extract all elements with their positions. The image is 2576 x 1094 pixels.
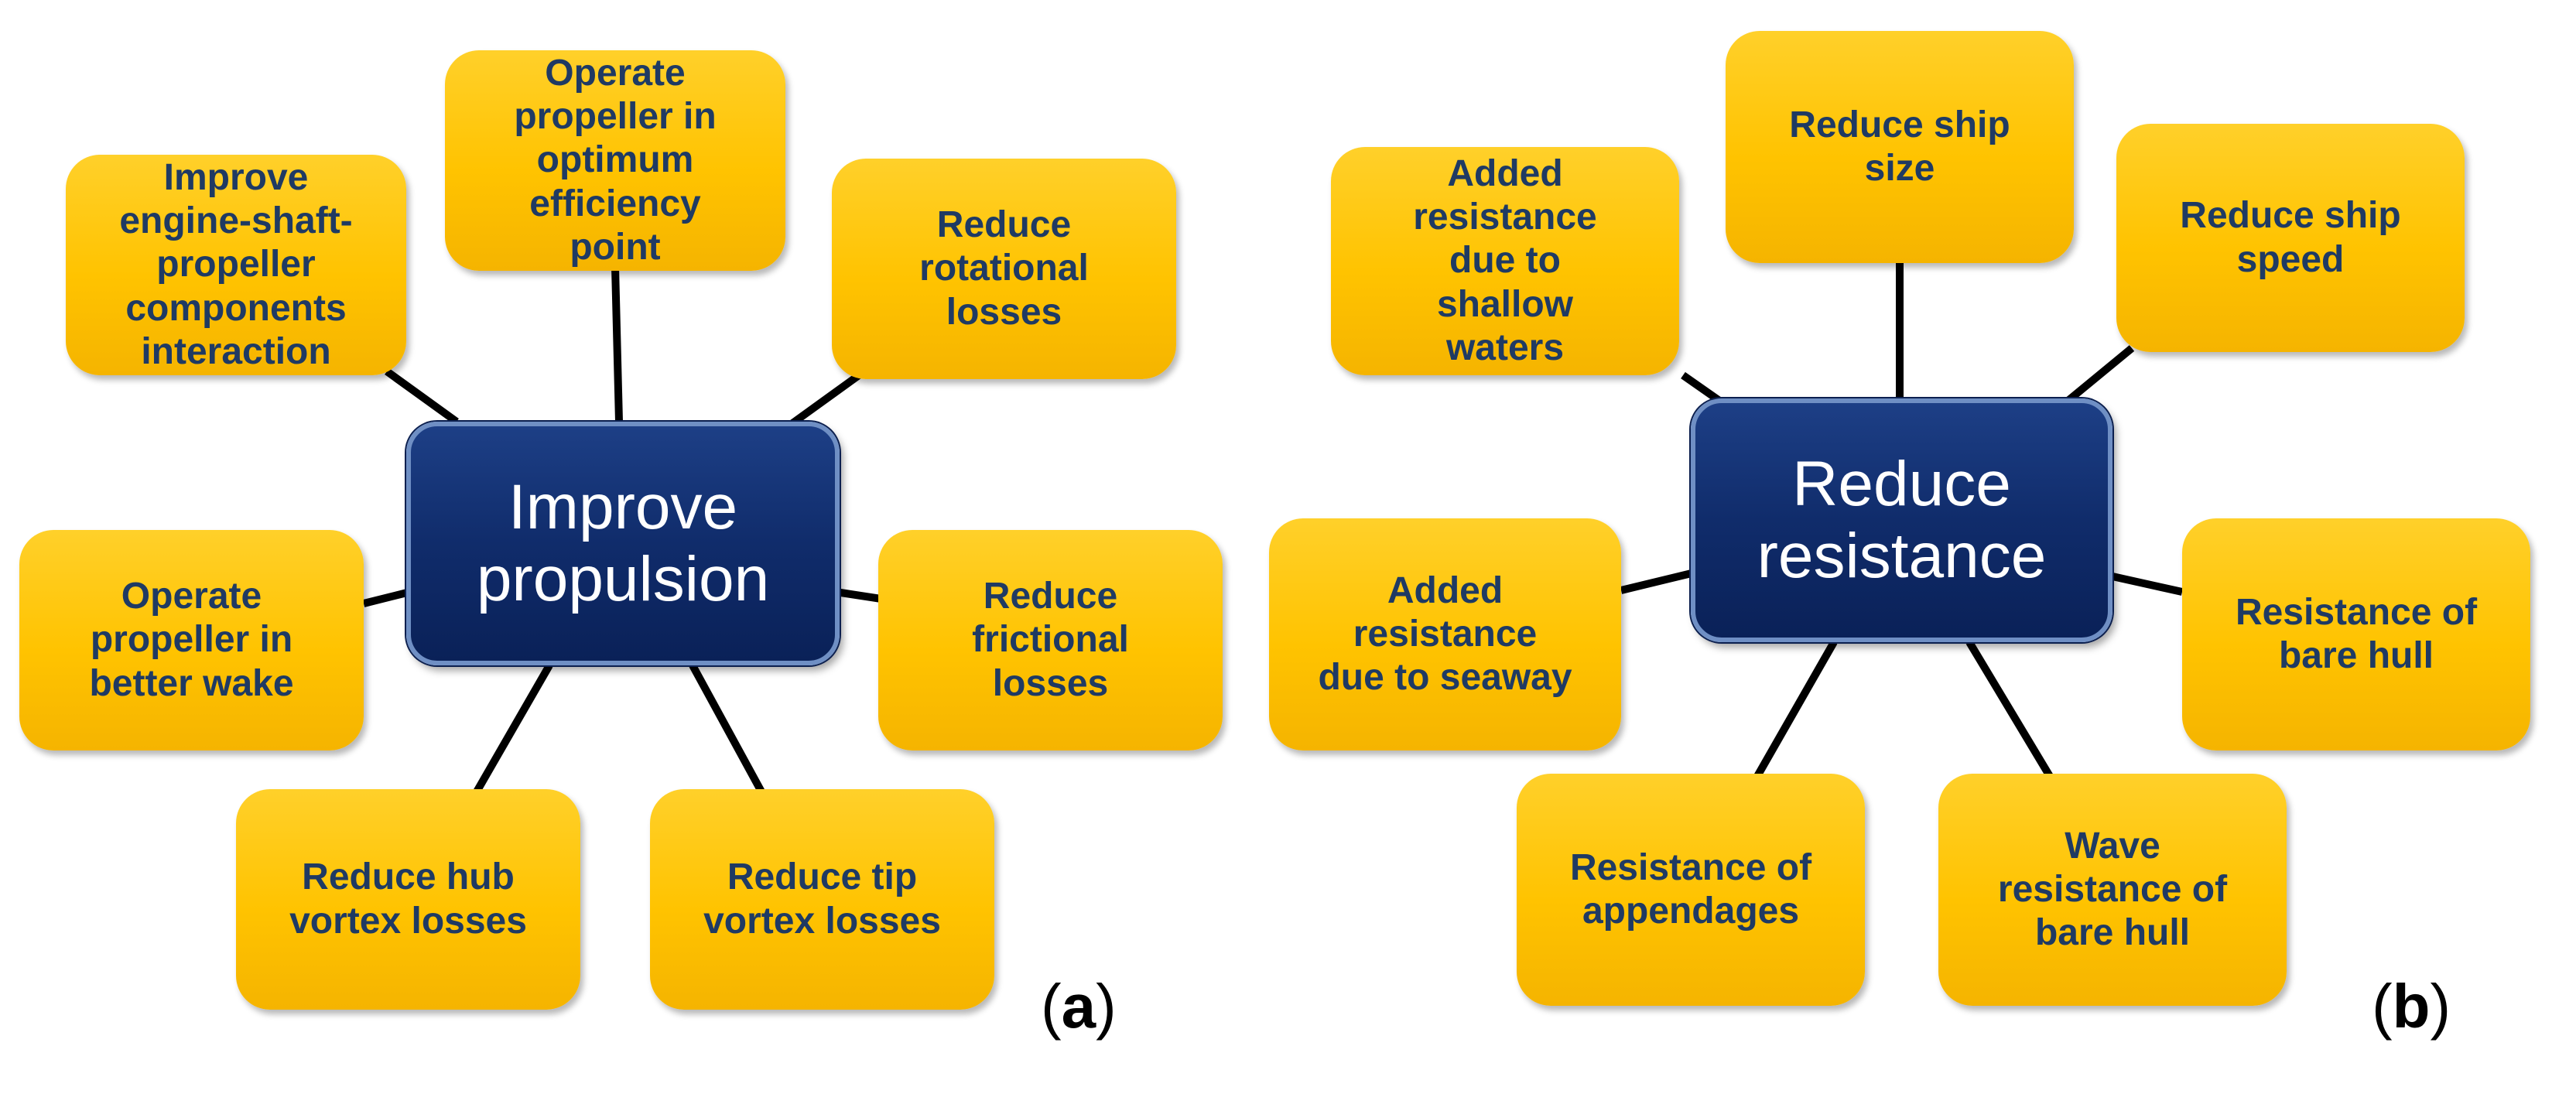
node-reduce-ship-size: Reduce ship size: [1726, 31, 2074, 263]
connector-seaway: [1620, 569, 1696, 594]
node-reduce-rotational-losses: Reduce rotational losses: [832, 159, 1176, 379]
connector-tip-vortex: [689, 663, 766, 795]
connector-shallow: [1681, 371, 1724, 406]
node-reduce-ship-speed: Reduce ship speed: [2116, 124, 2465, 352]
connector-ship-speed: [2063, 345, 2135, 405]
node-reduce-tip-vortex-losses: Reduce tip vortex losses: [650, 789, 994, 1010]
panel-label-a: (a): [1041, 972, 1117, 1041]
connector-hub-vortex: [472, 663, 553, 795]
node-label: Operate propeller in better wake: [89, 576, 294, 704]
node-label: Reduce frictional losses: [972, 576, 1129, 704]
connector-better-wake: [362, 588, 412, 607]
node-label: Resistance of appendages: [1569, 846, 1812, 932]
hub-improve-propulsion: Improve propulsion: [406, 422, 840, 665]
node-reduce-frictional-losses: Reduce frictional losses: [878, 530, 1223, 750]
connector-engine-shaft: [385, 368, 459, 426]
node-label: Operate propeller in optimum efficiency …: [514, 53, 717, 268]
panel-label-b: (b): [2372, 972, 2451, 1041]
connector-optimum-point: [611, 266, 623, 422]
connector-appendages: [1753, 640, 1838, 780]
node-label: Added resistance due to shallow waters: [1413, 153, 1597, 368]
hub-label: Improve propulsion: [476, 471, 770, 614]
node-resistance-bare-hull: Resistance of bare hull: [2182, 518, 2530, 750]
hub-label: Reduce resistance: [1757, 448, 2047, 591]
connector-frictional: [835, 588, 887, 603]
node-operate-better-wake: Operate propeller in better wake: [19, 530, 364, 750]
node-label: Reduce rotational losses: [919, 204, 1089, 333]
connector-wave: [1965, 640, 2054, 780]
node-improve-engine-shaft-propeller: Improve engine-shaft- propeller componen…: [66, 155, 406, 375]
hub-reduce-resistance: Reduce resistance: [1691, 398, 2112, 642]
node-label: Reduce tip vortex losses: [703, 856, 941, 942]
node-label: Reduce ship speed: [2180, 195, 2401, 280]
node-resistance-appendages: Resistance of appendages: [1517, 774, 1865, 1006]
node-operate-optimum-efficiency: Operate propeller in optimum efficiency …: [445, 50, 785, 271]
node-wave-resistance-bare-hull: Wave resistance of bare hull: [1938, 774, 2287, 1006]
node-reduce-hub-vortex-losses: Reduce hub vortex losses: [236, 789, 580, 1010]
node-label: Wave resistance of bare hull: [1997, 825, 2228, 954]
node-label: Resistance of bare hull: [2235, 591, 2478, 676]
node-added-resistance-seaway: Added resistance due to seaway: [1269, 518, 1621, 750]
node-label: Added resistance due to seaway: [1318, 569, 1572, 699]
connector-bare-hull: [2111, 573, 2184, 596]
node-label: Reduce ship size: [1789, 104, 2010, 189]
node-label: Reduce hub vortex losses: [289, 856, 527, 942]
node-added-resistance-shallow-waters: Added resistance due to shallow waters: [1331, 147, 1679, 375]
node-label: Improve engine-shaft- propeller componen…: [119, 157, 353, 372]
connector-rotational: [787, 371, 861, 429]
